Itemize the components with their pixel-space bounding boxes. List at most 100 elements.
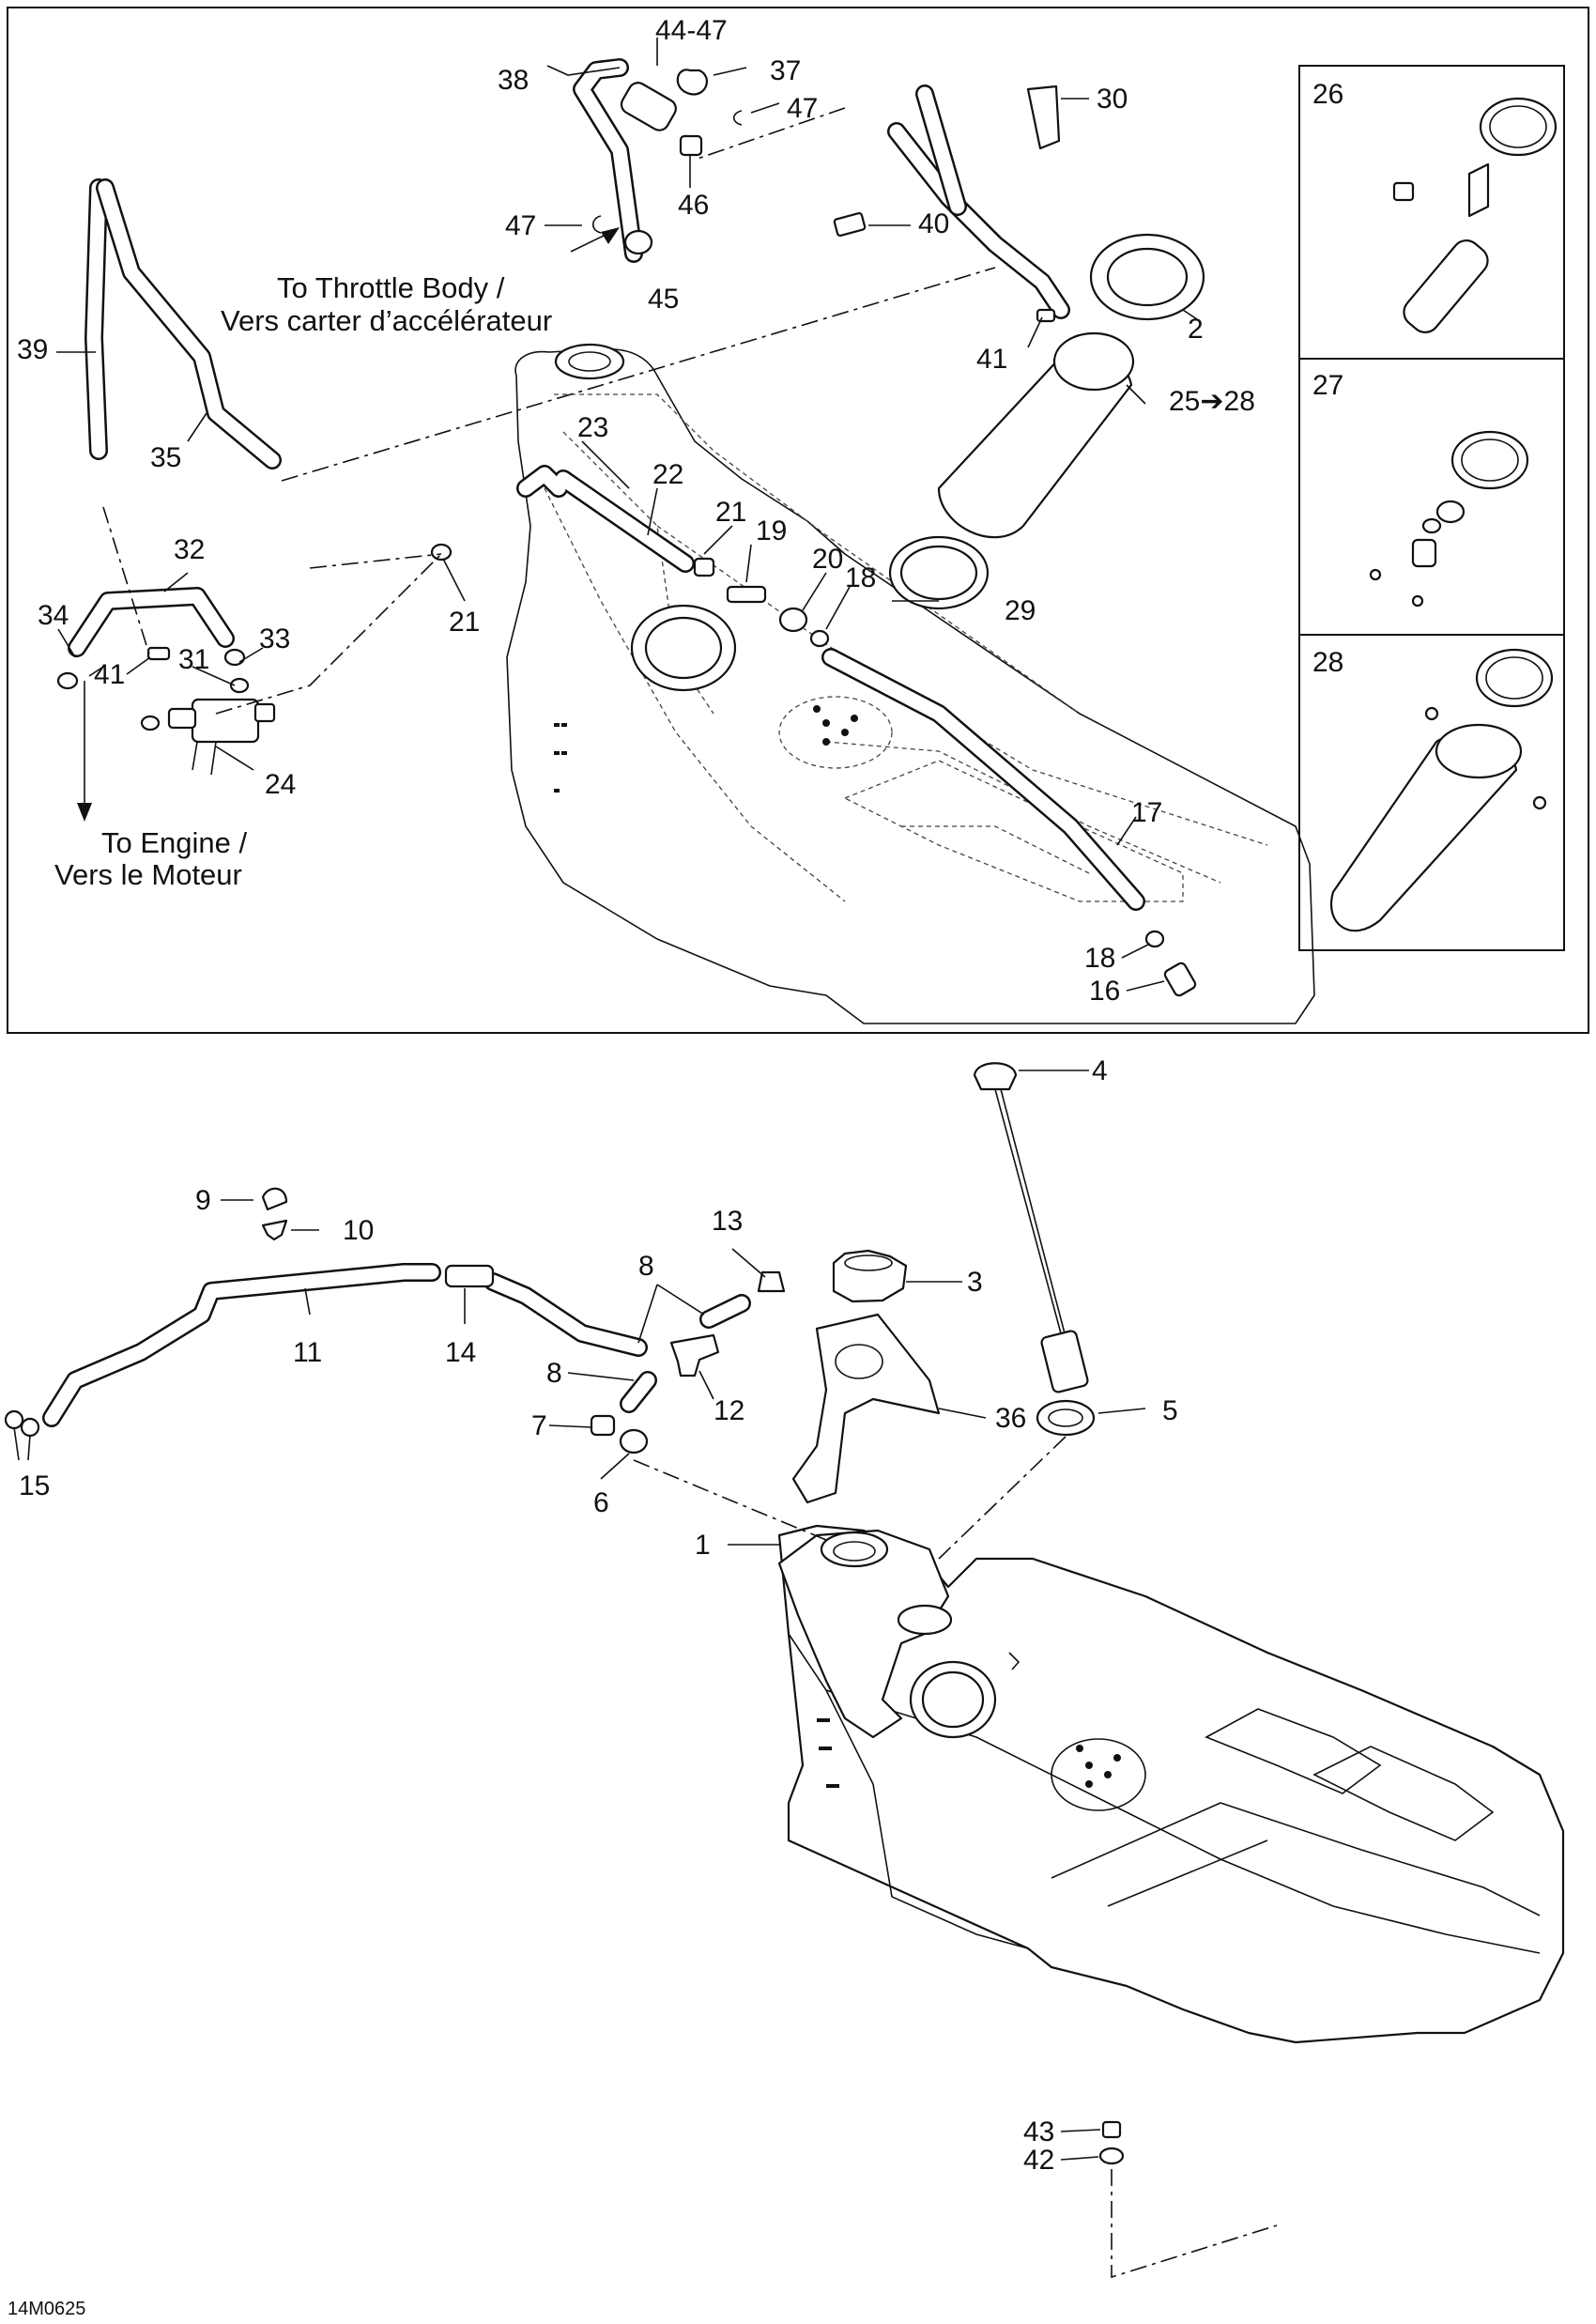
detail-27-seals	[1369, 430, 1529, 608]
fuel-tank-1	[777, 1524, 1565, 2044]
cap-3	[832, 1249, 908, 1303]
callout-7: 7	[531, 1410, 547, 1441]
note-throttle-body-en: To Throttle Body /	[277, 271, 505, 304]
fuel-pump-25	[937, 331, 1135, 539]
callout-37: 37	[770, 55, 801, 86]
callout-27: 27	[1312, 370, 1343, 401]
clip-9	[261, 1187, 288, 1211]
callout-32: 32	[174, 534, 205, 565]
callout-23: 23	[577, 412, 608, 443]
callout-30: 30	[1097, 84, 1128, 115]
hose-32	[68, 587, 235, 657]
fitting-46	[679, 134, 703, 157]
elbow-7	[590, 1414, 616, 1437]
callout-12: 12	[714, 1395, 744, 1426]
fitting-16	[1163, 962, 1197, 997]
callout-17: 17	[1131, 797, 1162, 828]
grommet-5	[1036, 1399, 1096, 1437]
note-throttle-body-fr: Vers carter d’accélérateur	[221, 304, 552, 337]
callout-6: 6	[593, 1487, 609, 1518]
callout-3: 3	[967, 1267, 983, 1298]
callout-25-28: 25➔28	[1169, 386, 1255, 417]
callout-24: 24	[265, 769, 296, 800]
hose-22	[516, 465, 695, 573]
valve-24	[167, 698, 276, 776]
valve-14	[444, 1264, 495, 1288]
clamp-18-lower	[1144, 930, 1165, 948]
detail-26-pump-parts	[1392, 97, 1558, 333]
note-engine-fr: Vers le Moteur	[54, 858, 242, 891]
clamp-34	[56, 671, 79, 690]
callout-44-47: 44-47	[655, 15, 728, 46]
clip-47-upper	[732, 110, 743, 126]
callout-18-lower: 18	[1084, 943, 1115, 974]
callout-15: 15	[19, 1470, 50, 1501]
callout-1: 1	[695, 1530, 711, 1561]
callout-8b: 8	[546, 1358, 562, 1389]
washer-42	[1098, 2147, 1125, 2165]
callout-39: 39	[17, 334, 48, 365]
callout-2: 2	[1188, 314, 1204, 345]
callout-labels: 1 2 3 4 5 6 7 8 8 9 10 11 12 13 14 15 16…	[17, 15, 1343, 2176]
callout-20: 20	[812, 544, 843, 575]
callout-33: 33	[259, 623, 290, 654]
callout-46: 46	[678, 190, 709, 221]
hose-11	[42, 1263, 441, 1427]
callout-43: 43	[1023, 2116, 1054, 2147]
hose-35	[96, 178, 282, 469]
clip-40	[833, 211, 867, 238]
hose-segment-8	[483, 1272, 751, 1413]
callout-41-upper: 41	[976, 344, 1007, 375]
push-rivet-10	[261, 1219, 288, 1241]
nut-43	[1101, 2120, 1122, 2139]
callout-47-lower: 47	[505, 210, 536, 241]
fuel-filter-44	[620, 82, 677, 131]
callout-4: 4	[1092, 1055, 1108, 1086]
callout-13: 13	[712, 1206, 743, 1237]
callout-31: 31	[178, 644, 209, 675]
fittings-19-20-21	[430, 543, 808, 633]
callout-14: 14	[445, 1337, 476, 1368]
callout-11: 11	[293, 1337, 322, 1368]
callout-38: 38	[498, 65, 529, 96]
valve-6	[619, 1428, 649, 1454]
caps-15	[4, 1409, 40, 1438]
lock-ring-2	[1089, 233, 1205, 321]
callout-45: 45	[648, 284, 679, 315]
upper-fuel-tank-outline	[506, 343, 1315, 1024]
clamp-31	[140, 677, 250, 731]
callout-9: 9	[195, 1185, 211, 1216]
callout-21-upper: 21	[715, 497, 746, 528]
callout-41-lower: 41	[94, 659, 125, 690]
bracket-36	[791, 1313, 941, 1504]
callout-21-lower: 21	[449, 607, 480, 638]
clip-30	[1026, 85, 1061, 150]
clamp-41-left	[146, 646, 171, 661]
hose-39	[84, 178, 108, 460]
callout-5: 5	[1162, 1395, 1178, 1426]
hose-17	[821, 648, 1145, 911]
callout-29: 29	[1005, 595, 1036, 626]
clip-47-lower	[591, 215, 602, 234]
leader-lines	[13, 38, 1198, 2161]
gasket-29	[888, 535, 990, 610]
callout-18-upper: 18	[845, 562, 876, 593]
callout-28: 28	[1312, 647, 1343, 678]
clip-37	[676, 69, 708, 96]
callout-34: 34	[38, 600, 69, 631]
callout-10: 10	[343, 1215, 374, 1246]
callout-22: 22	[652, 459, 683, 490]
fitting-45	[623, 229, 653, 255]
detail-28-pump-housing	[1330, 648, 1554, 932]
note-engine-en: To Engine /	[101, 826, 247, 859]
clamp-33	[223, 648, 246, 667]
callout-26: 26	[1312, 79, 1343, 110]
callout-35: 35	[150, 442, 181, 473]
callout-19: 19	[756, 516, 787, 546]
clamp-41-right	[1036, 308, 1056, 323]
upper-panel-frame	[7, 7, 1589, 1034]
clamp-18-upper	[809, 629, 830, 648]
fuel-line-pump	[887, 85, 1070, 319]
callout-16: 16	[1089, 976, 1120, 1007]
